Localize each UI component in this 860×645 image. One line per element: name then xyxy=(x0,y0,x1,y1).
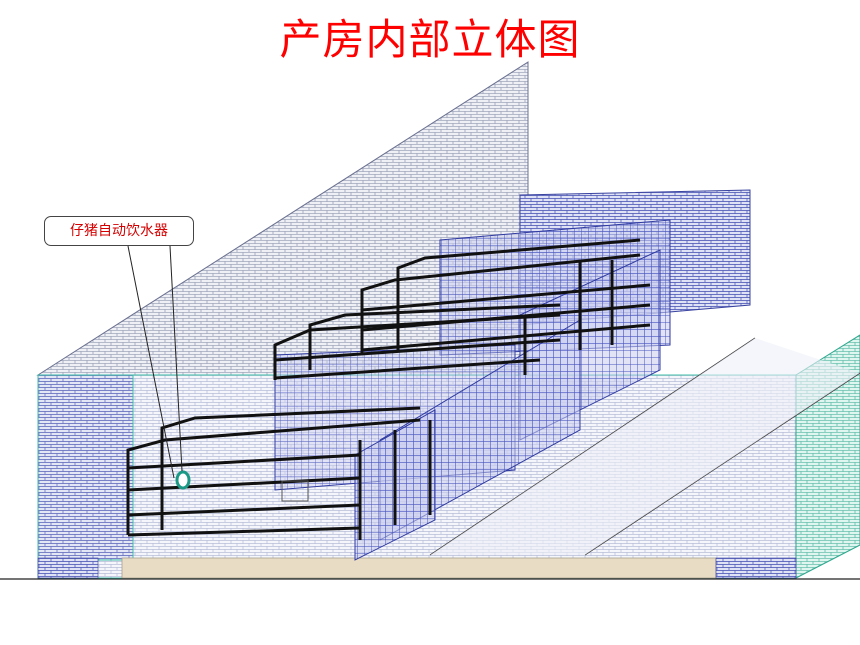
floor-drain-left xyxy=(37,557,99,579)
feeder-box xyxy=(281,480,309,502)
aisle-floor xyxy=(430,338,860,555)
nipple-drinker-icon xyxy=(175,470,191,490)
page-title: 产房内部立体图 xyxy=(279,15,581,64)
callout-leader xyxy=(127,245,175,479)
floor-strip xyxy=(121,557,717,579)
floor-drain-right xyxy=(715,557,797,579)
left-wall-block xyxy=(37,374,134,561)
middle-crate-frame xyxy=(273,303,561,380)
front-crate-frame xyxy=(126,406,432,540)
callout-leader xyxy=(169,245,183,472)
water-drinker-callout: 仔猪自动饮水器 xyxy=(44,216,194,246)
